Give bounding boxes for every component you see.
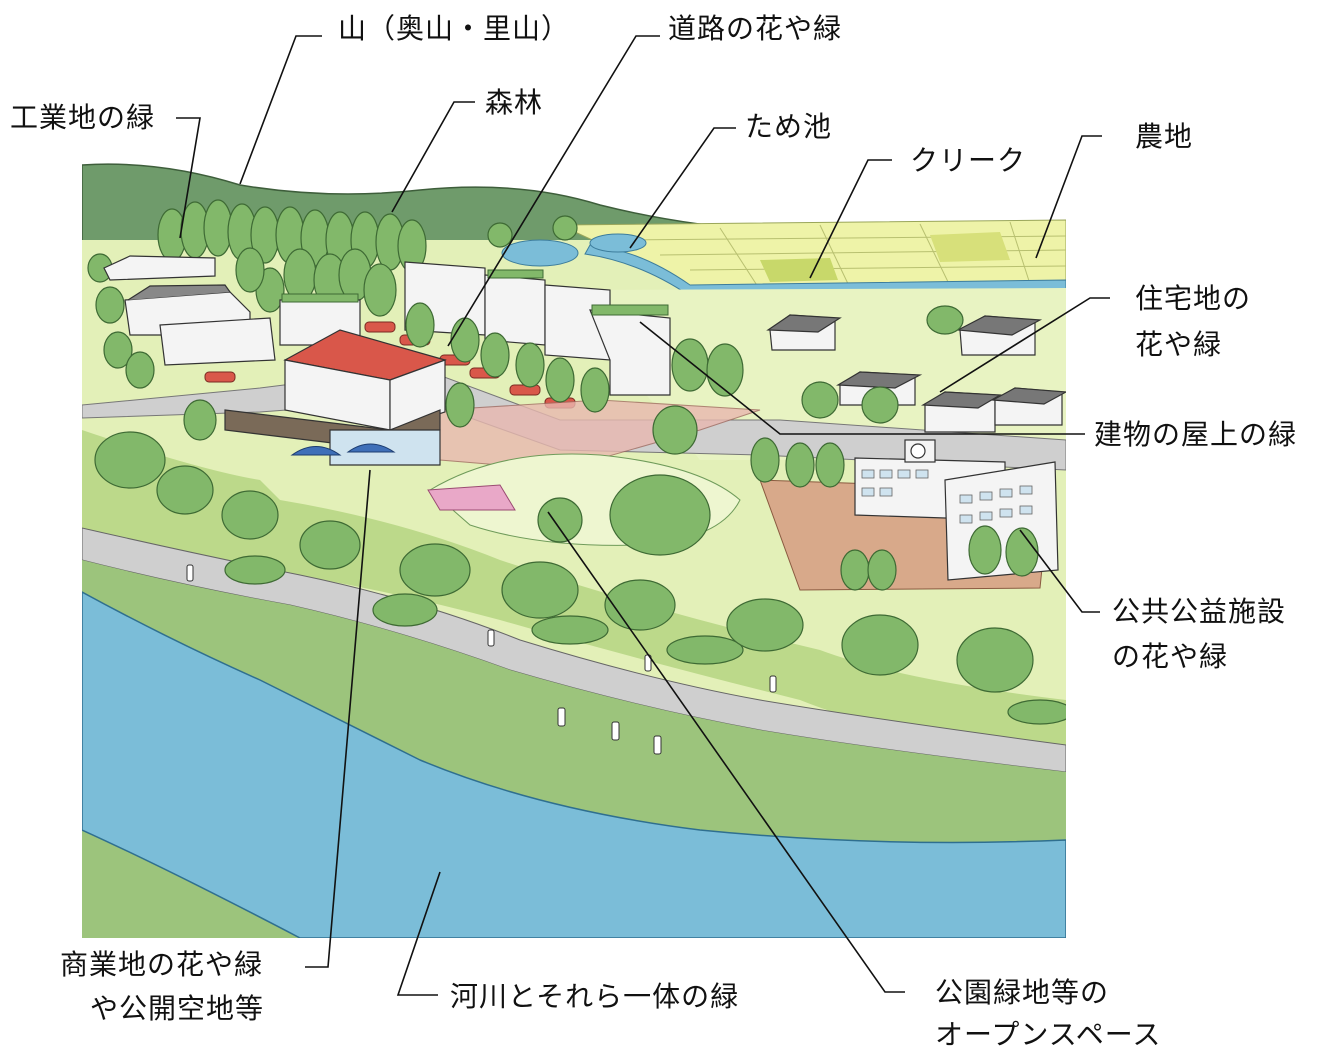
label-public-2: の花や緑 <box>1112 640 1229 673</box>
label-pond: ため池 <box>745 110 833 143</box>
industrial-buildings <box>103 255 276 366</box>
scene <box>82 160 1066 938</box>
label-park-1: 公園緑地等の <box>935 976 1110 1009</box>
label-road-green: 道路の花や緑 <box>668 12 843 45</box>
label-rooftop: 建物の屋上の緑 <box>1094 418 1298 451</box>
label-farmland: 農地 <box>1135 120 1194 153</box>
label-industrial: 工業地の緑 <box>10 101 156 134</box>
label-creek: クリーク <box>910 144 1027 177</box>
label-river: 河川とそれら一体の緑 <box>450 980 740 1013</box>
label-public-1: 公共公益施設 <box>1112 595 1287 628</box>
pond <box>501 239 579 267</box>
park-trees <box>94 302 1066 725</box>
label-mountain: 山（奥山・里山） <box>338 12 571 45</box>
label-commercial-2: や公開空地等 <box>90 992 265 1025</box>
label-residential-1: 住宅地の <box>1135 282 1252 315</box>
forest <box>87 199 578 389</box>
river <box>82 591 1066 938</box>
label-residential-2: 花や緑 <box>1135 328 1223 361</box>
label-park-2: オープンスペース <box>935 1018 1162 1051</box>
creek <box>584 244 1066 297</box>
commercial-building <box>224 329 447 466</box>
label-commercial-1: 商業地の花や緑 <box>60 948 264 981</box>
label-forest: 森林 <box>485 86 544 119</box>
residential-houses <box>766 314 1066 433</box>
leader-lines <box>176 35 1110 996</box>
